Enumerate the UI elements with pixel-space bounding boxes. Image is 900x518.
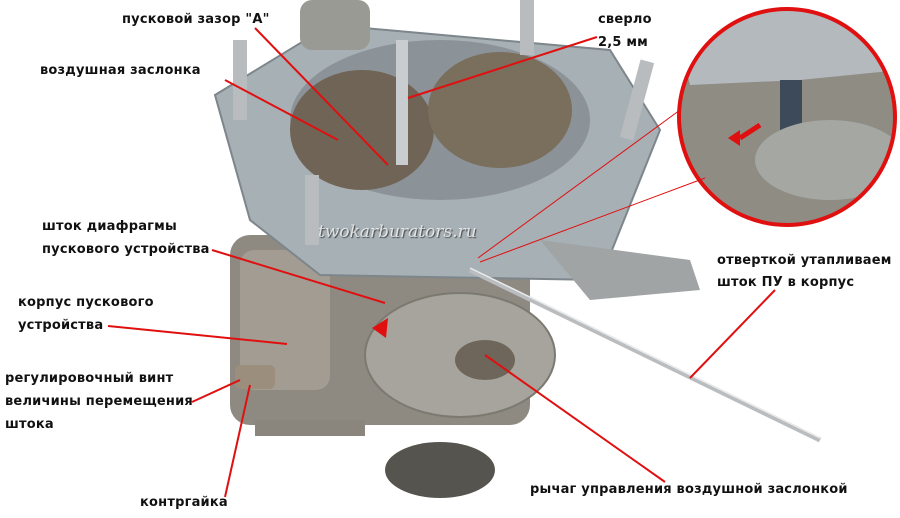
label-damper-lever: рычаг управления воздушной заслонкой: [530, 482, 848, 497]
leader-lines: [107, 27, 776, 498]
label-diaphragm-rod-line2: пускового устройства: [42, 242, 210, 257]
label-drill-line2: 2,5 мм: [598, 35, 649, 50]
label-adjust-screw-line3: штока: [5, 417, 54, 432]
label-starter-body-line2: устройства: [18, 318, 104, 333]
label-screwdriver-line2: шток ПУ в корпус: [717, 275, 855, 290]
label-adjust-screw-line2: величины перемещения: [5, 394, 193, 409]
label-air-damper: воздушная заслонка: [40, 63, 201, 78]
label-starter-body-line1: корпус пускового: [18, 295, 154, 310]
label-drill-line1: сверло: [598, 12, 652, 27]
label-start-gap: пусковой зазор "А": [122, 12, 270, 27]
watermark: twokarburators.ru: [318, 222, 477, 242]
carburetor-body: [213, 0, 822, 498]
label-locknut: контргайка: [140, 495, 228, 510]
label-adjust-screw-line1: регулировочный винт: [5, 371, 174, 386]
zoom-inset: [477, 7, 897, 263]
label-diaphragm-rod-line1: шток диафрагмы: [42, 219, 177, 234]
label-screwdriver-line1: отверткой утапливаем: [717, 253, 892, 268]
